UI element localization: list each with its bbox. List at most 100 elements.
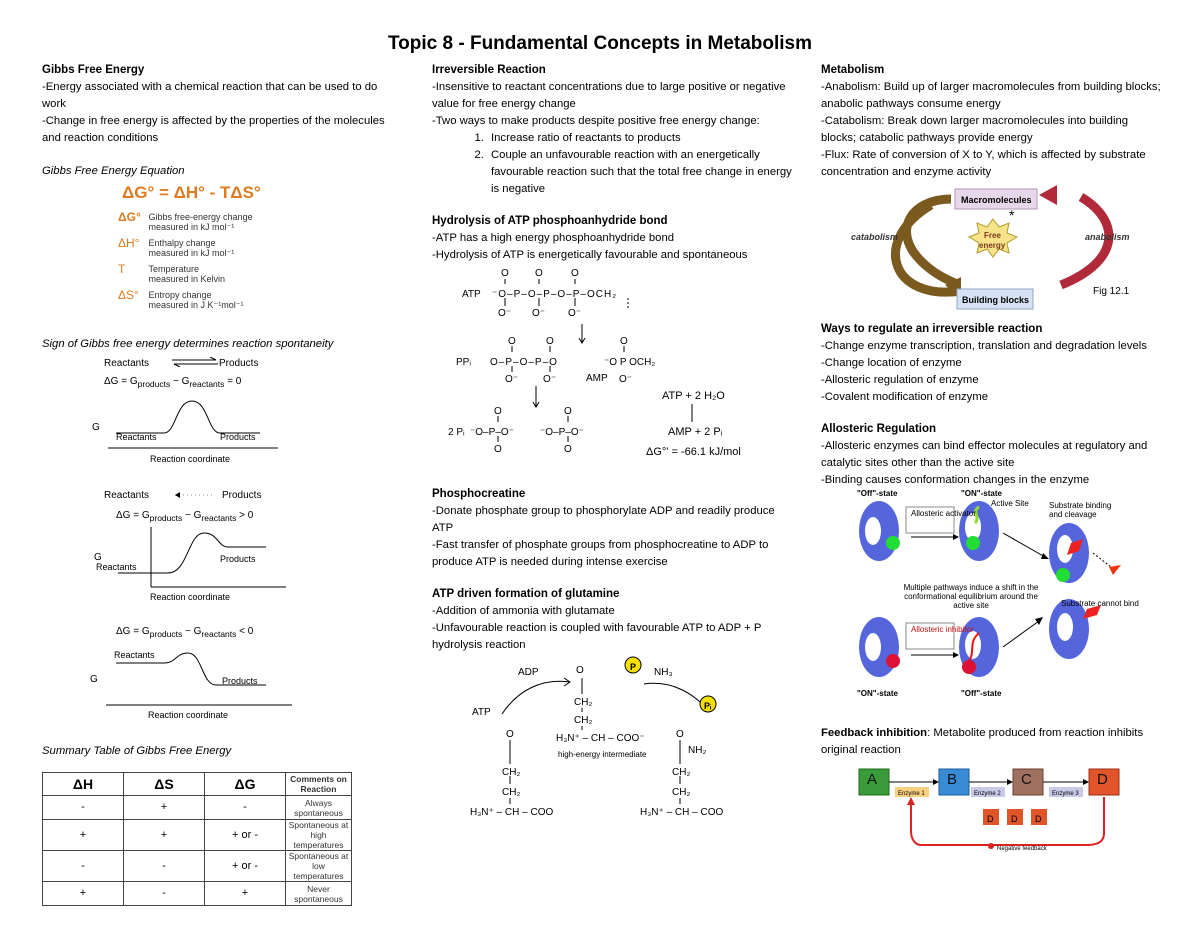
- term-symbol: ΔH°: [118, 236, 140, 250]
- state-label: "ON"-state: [857, 689, 898, 698]
- atp-structure: ⁻O–P–O–P–O–P–OCH₂: [492, 289, 618, 300]
- irreversible-heading: Irreversible Reaction: [432, 64, 546, 76]
- axis-label: Reaction coordinate: [150, 454, 231, 464]
- delta-g-zero: ΔG = Gproducts − Greactants = 0: [104, 376, 242, 389]
- gibbs-equation-figure: ΔG° = ΔH° - TΔS° ΔG° Gibbs free-energy c…: [42, 180, 397, 330]
- state-label: "ON"-state: [961, 489, 1002, 498]
- atom-label: NH₂: [688, 745, 707, 756]
- svg-text:O: O: [508, 336, 516, 347]
- atom-label: O: [576, 665, 584, 676]
- energy-diagrams: Reactants Products ΔG = Gproducts − Grea…: [42, 353, 397, 743]
- atom-label: O: [676, 729, 684, 740]
- ammonia-label: NH₃: [654, 667, 673, 678]
- ppi-structure: O–P–O–P–O: [490, 357, 558, 368]
- intermediate-structure: H₃N⁺ – CH – COO⁻: [556, 733, 645, 744]
- phosphocreatine-bullet: -Fast transfer of phosphate groups from …: [432, 539, 769, 568]
- irreversible-bullet: -Two ways to make products despite posit…: [432, 115, 760, 127]
- term-desc: Gibbs free-energy change: [148, 212, 253, 222]
- free-energy-label: energy: [979, 241, 1006, 250]
- enzyme-shapes: [859, 501, 1121, 677]
- inhibitor-label: Allosteric inhibitor: [911, 625, 974, 634]
- delta-g-value: ΔG°' = -66.1 kJ/mol: [646, 446, 741, 458]
- allosteric-heading: Allosteric Regulation: [821, 423, 937, 435]
- term-unit: measured in Kelvin: [148, 274, 226, 284]
- energy-curve-exergonic: [106, 652, 292, 706]
- atp-hydrolysis-figure: ATP ⁻O–P–O–P–O–P–OCH₂ O O O O⁻ O⁻ O⁻ PPᵢ…: [432, 264, 792, 476]
- equilibrium-arrow-icon: [172, 357, 218, 367]
- atom-label: CH₂: [502, 767, 521, 778]
- feedback-diagram: [858, 768, 1120, 849]
- regulate-heading: Ways to regulate an irreversible reactio…: [821, 323, 1043, 335]
- metabolism-bullet: -Catabolism: Break down larger macromole…: [821, 115, 1129, 144]
- atom-label: CH₂: [502, 787, 521, 798]
- inhibitor-d: D: [1011, 814, 1018, 824]
- list-item: Couple an unfavourable reaction with an …: [487, 147, 792, 198]
- gibbs-heading: Gibbs Free Energy: [42, 64, 145, 76]
- term-desc: Entropy change: [148, 290, 212, 300]
- weak-arrow-icon: [175, 492, 213, 498]
- atom-label: CH₂: [574, 697, 593, 708]
- pi-structure: ⁻O–P–O⁻: [540, 427, 584, 438]
- gibbs-bullet: -Energy associated with a chemical react…: [42, 81, 378, 110]
- delta-g-negative: ΔG = Gproducts − Greactants < 0: [116, 626, 254, 639]
- term-symbol: ΔG°: [118, 210, 141, 224]
- phosphate-icon: P: [630, 662, 637, 672]
- atom-label: CH₂: [672, 767, 691, 778]
- svg-text:O⁻: O⁻: [532, 308, 545, 319]
- phosphate-icon: Pᵢ: [704, 701, 712, 711]
- allosteric-bullet: -Allosteric enzymes can bind effector mo…: [821, 440, 1148, 469]
- diagram-label: Products: [220, 554, 256, 564]
- atom-label: CH₂: [672, 787, 691, 798]
- axis-label: Reaction coordinate: [150, 592, 231, 602]
- atp-label: ATP: [472, 707, 491, 718]
- activator-label: Allosteric activator: [911, 509, 976, 518]
- svg-text:O: O: [501, 268, 509, 279]
- page-title: Topic 8 - Fundamental Concepts in Metabo…: [387, 33, 813, 54]
- catabolism-label: catabolism: [851, 232, 899, 242]
- macromolecules-label: Macromolecules: [961, 195, 1032, 205]
- diagram-label: Products: [220, 432, 256, 442]
- cannot-bind-label: Substrate cannot bind: [1061, 599, 1139, 608]
- metabolite-c: C: [1021, 771, 1032, 788]
- delta-g-positive: ΔG = Gproducts − Greactants > 0: [116, 510, 254, 523]
- irreversible-list: Increase ratio of reactants to products …: [432, 130, 792, 198]
- atom-label: O: [506, 729, 514, 740]
- column-gibbs: Gibbs Free Energy -Energy associated wit…: [42, 62, 397, 906]
- negative-feedback-label: Negative feedback: [997, 846, 1047, 852]
- svg-text:O: O: [535, 268, 543, 279]
- sign-caption: Sign of Gibbs free energy determines rea…: [42, 338, 334, 350]
- building-blocks-label: Building blocks: [962, 295, 1030, 305]
- svg-text:O: O: [564, 444, 572, 455]
- table-caption: Summary Table of Gibbs Free Energy: [42, 745, 232, 757]
- svg-text:O: O: [494, 406, 502, 417]
- regulate-bullet: -Allosteric regulation of enzyme: [821, 374, 979, 386]
- enzyme-label: Enzyme 2: [974, 791, 1001, 797]
- equation-caption: Gibbs Free Energy Equation: [42, 165, 185, 177]
- irreversible-bullet: -Insensitive to reactant concentrations …: [432, 81, 786, 110]
- table-header-row: ΔH ΔS ΔG Comments on Reaction: [42, 772, 352, 796]
- amp-structure: ⁻O P OCH₂: [604, 357, 656, 368]
- enzyme-label: Enzyme 3: [1052, 791, 1079, 797]
- active-site-label: Active Site: [991, 499, 1029, 508]
- state-label: "Off"-state: [857, 489, 898, 498]
- pi-label: 2 Pᵢ: [448, 427, 465, 438]
- term-unit: measured in kJ mol⁻¹: [148, 248, 235, 258]
- term-desc: Enthalpy change: [148, 238, 216, 248]
- phosphocreatine-bullet: -Donate phosphate group to phosphorylate…: [432, 505, 775, 534]
- intermediate-label: high-energy intermediate: [558, 750, 647, 759]
- table-row: +-+Never spontaneous: [42, 881, 352, 906]
- energy-curve-endergonic: [118, 527, 286, 588]
- regulate-bullet: -Covalent modification of enzyme: [821, 391, 989, 403]
- amp-label: AMP: [586, 373, 608, 384]
- atp-bullet: -Hydrolysis of ATP is energetically favo…: [432, 249, 748, 261]
- metabolism-cycle-figure: Macromolecules Building blocks Free ener…: [821, 181, 1161, 321]
- glutamine-structure: H₃N⁺ – CH – COO: [640, 807, 724, 818]
- svg-text:O⁻: O⁻: [619, 374, 632, 385]
- term-symbol: T: [118, 262, 126, 276]
- metabolite-a: A: [867, 771, 878, 788]
- equation-terms: ΔG° Gibbs free-energy change measured in …: [118, 210, 253, 316]
- anabolism-label: anabolism: [1085, 232, 1130, 242]
- inhibitor-d: D: [1035, 814, 1042, 824]
- enzyme-label: Enzyme 1: [898, 791, 925, 797]
